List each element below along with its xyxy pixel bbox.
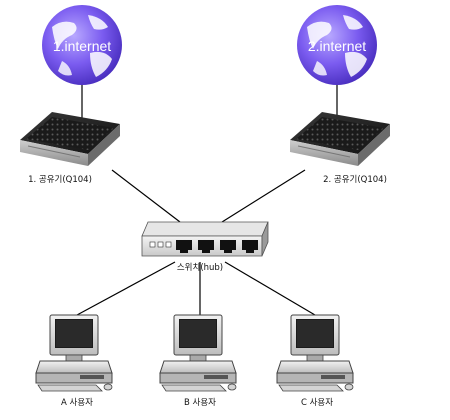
switch-label: 스위치(hub) bbox=[177, 263, 223, 273]
link-router2-switch bbox=[221, 169, 306, 223]
link-switch-userA bbox=[76, 261, 176, 316]
connection-lines bbox=[76, 84, 338, 316]
internet-globe-2: 2.internet bbox=[297, 5, 377, 85]
user-b-label: B 사용자 bbox=[184, 398, 216, 408]
computer-icon bbox=[276, 314, 354, 392]
user-pc-a bbox=[35, 314, 113, 392]
internet-2-label: 2.internet bbox=[308, 38, 366, 54]
internet-1-label: 1.internet bbox=[53, 38, 111, 54]
user-pc-c bbox=[276, 314, 354, 392]
router-1-label: 1. 공유기(Q104) bbox=[28, 175, 92, 185]
user-pc-b bbox=[159, 314, 237, 392]
internet-globe-1: 1.internet bbox=[42, 5, 122, 85]
user-a-label: A 사용자 bbox=[61, 398, 93, 408]
router-2-label: 2. 공유기(Q104) bbox=[323, 175, 387, 185]
link-router1-switch bbox=[111, 169, 181, 223]
computer-icon bbox=[35, 314, 113, 392]
router-2 bbox=[290, 112, 390, 166]
computer-icon bbox=[159, 314, 237, 392]
user-c-label: C 사용자 bbox=[301, 398, 333, 408]
router-1 bbox=[20, 112, 120, 166]
switch-hub bbox=[141, 221, 269, 257]
link-switch-userC bbox=[224, 261, 316, 316]
